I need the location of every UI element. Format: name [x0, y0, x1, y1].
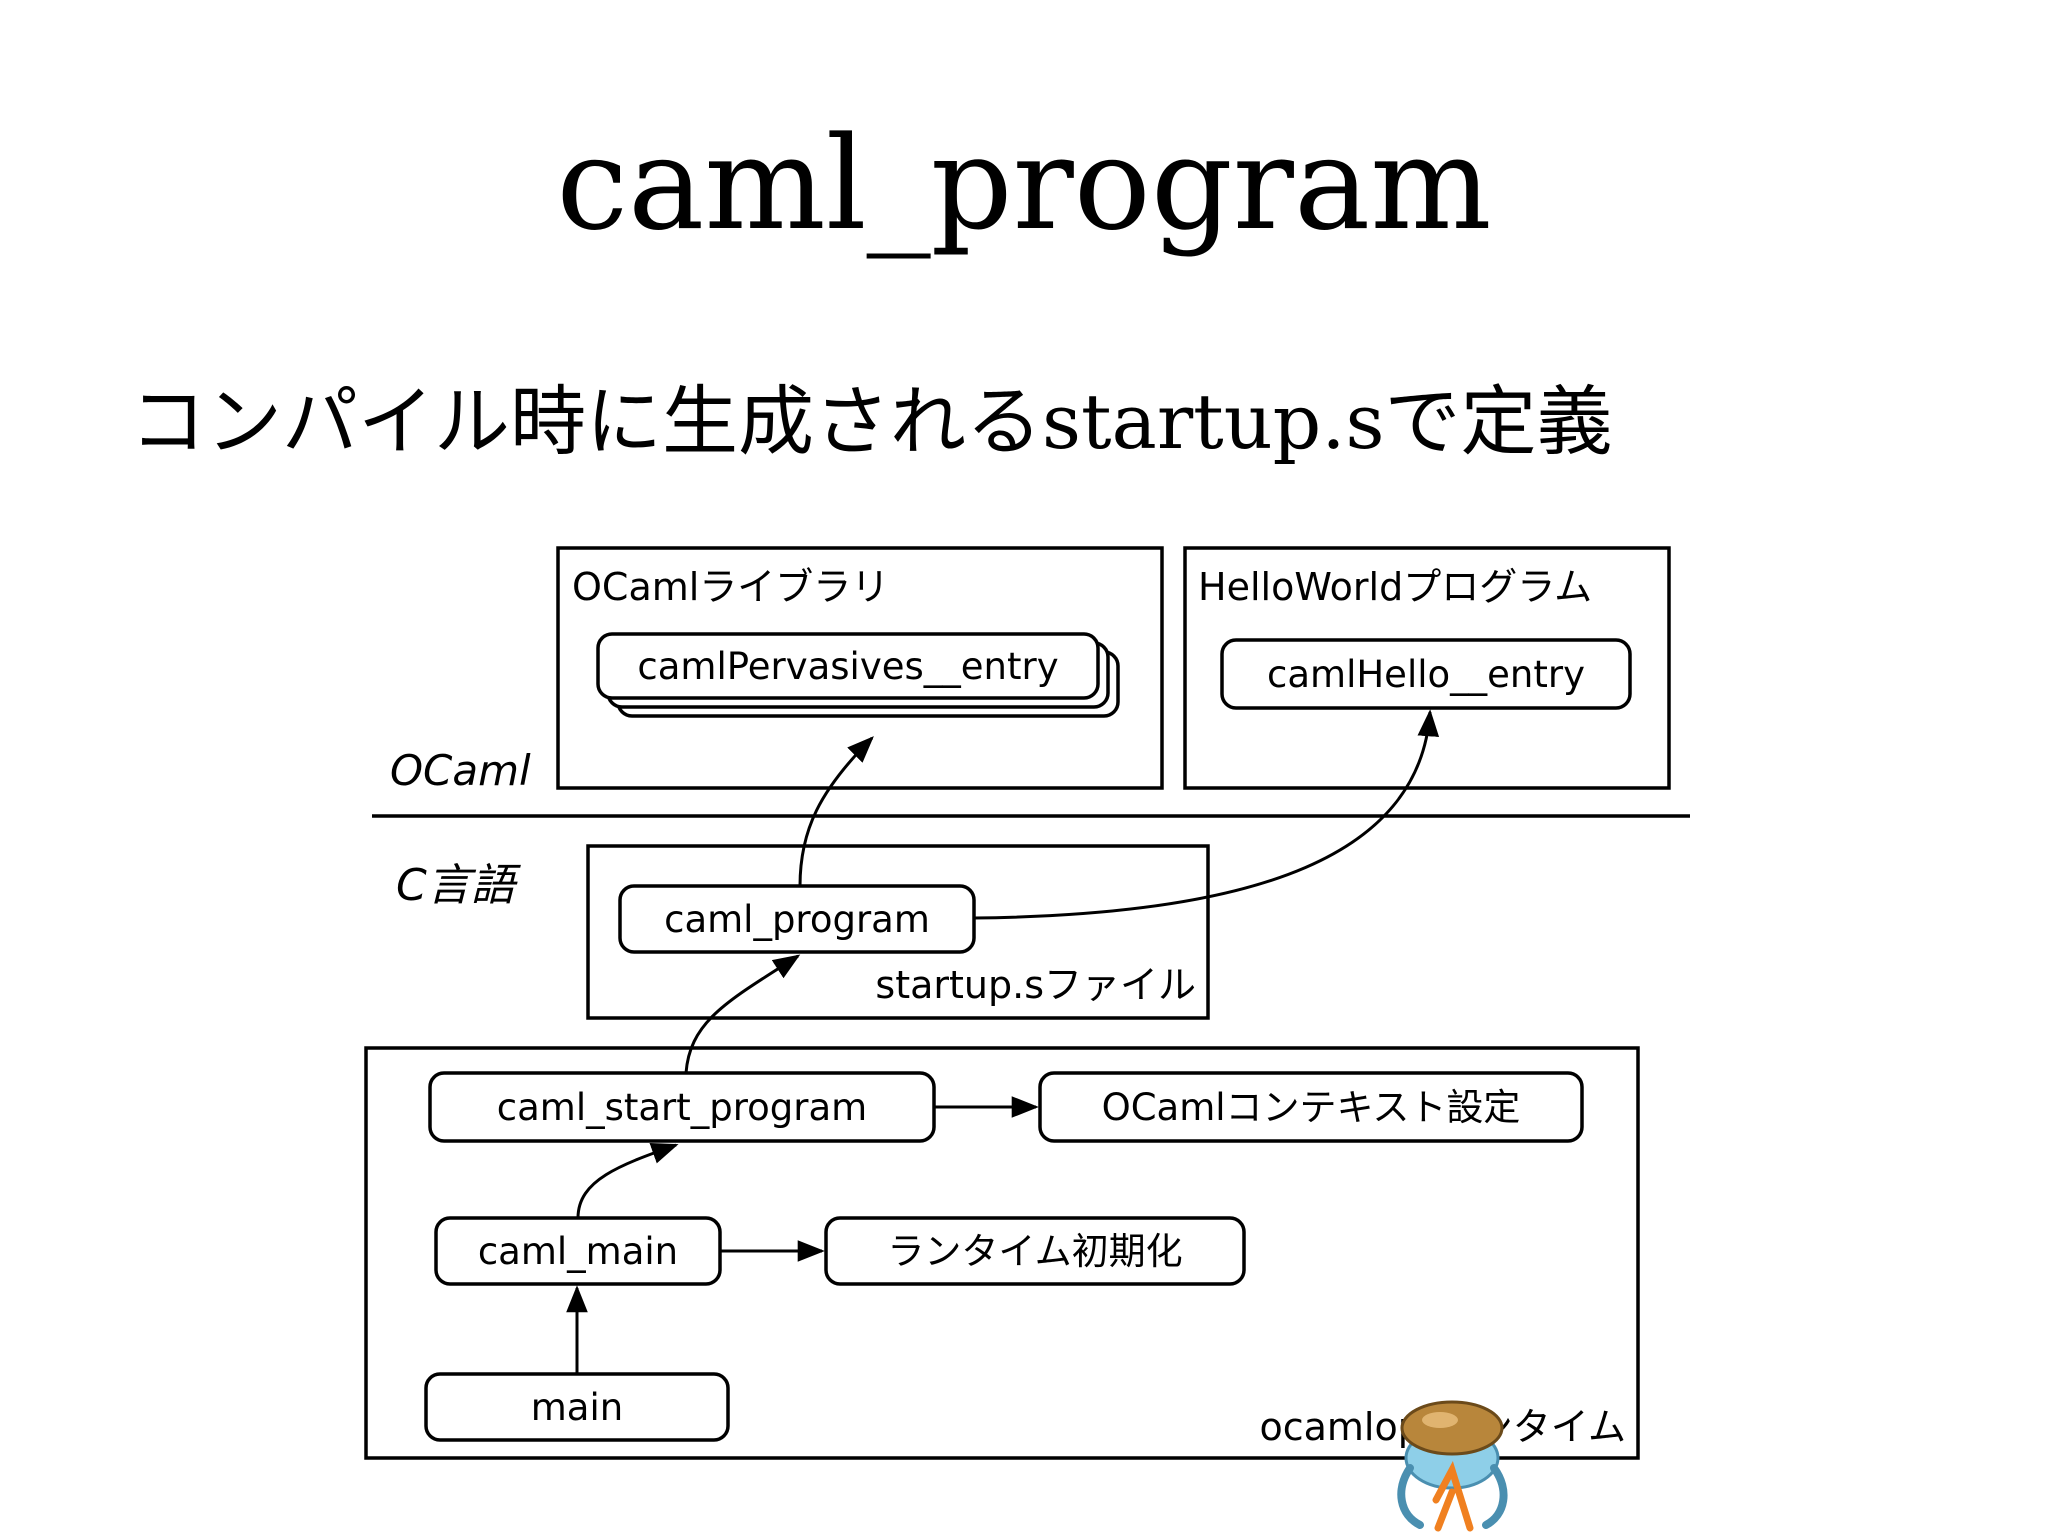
- arrow-caml-program-to-hello: [973, 709, 1440, 920]
- caml-main-label: caml_main: [478, 1230, 678, 1273]
- runtime-box: [364, 1046, 1640, 1460]
- arrow-caml-program-to-pervasives: [798, 736, 874, 887]
- caml-start-program-label: caml_start_program: [497, 1086, 867, 1129]
- hello-entry-node: [1220, 638, 1632, 710]
- context-setup-node: [1038, 1071, 1584, 1143]
- layer-label-c: C言語: [396, 860, 522, 911]
- caml-program-label: caml_program: [664, 898, 930, 941]
- layer-label-ocaml: OCaml: [390, 746, 531, 795]
- hello-program-box: [1183, 546, 1671, 790]
- group-label-ocaml-library: OCamlライブラリ: [572, 565, 889, 609]
- arrow-start-program-to-caml-program: [684, 954, 801, 1074]
- group-label-hello-program: HelloWorldプログラム: [1198, 565, 1592, 609]
- caml-program-node: [618, 884, 976, 954]
- startup-file-box: [586, 844, 1210, 1020]
- group-label-startup-file: startup.sファイル: [875, 963, 1196, 1007]
- arrow-caml-main-to-start-program: [576, 1143, 679, 1219]
- runtime-init-label: ランタイム初期化: [887, 1230, 1182, 1273]
- main-label: main: [531, 1386, 623, 1429]
- camel-mascot-icon: [1397, 1400, 1508, 1532]
- ocaml-library-box: [556, 546, 1164, 790]
- slide-subtitle: コンパイル時に生成されるstartup.sで定義: [130, 377, 1613, 466]
- hello-entry-label: camlHello__entry: [1267, 653, 1585, 696]
- context-setup-label: OCamlコンテキスト設定: [1102, 1086, 1521, 1129]
- slide-title: caml_program: [556, 110, 1492, 259]
- pervasives-entry-label: camlPervasives__entry: [637, 645, 1058, 688]
- runtime-init-node: [824, 1216, 1246, 1286]
- pervasives-entry-node: [596, 632, 1100, 700]
